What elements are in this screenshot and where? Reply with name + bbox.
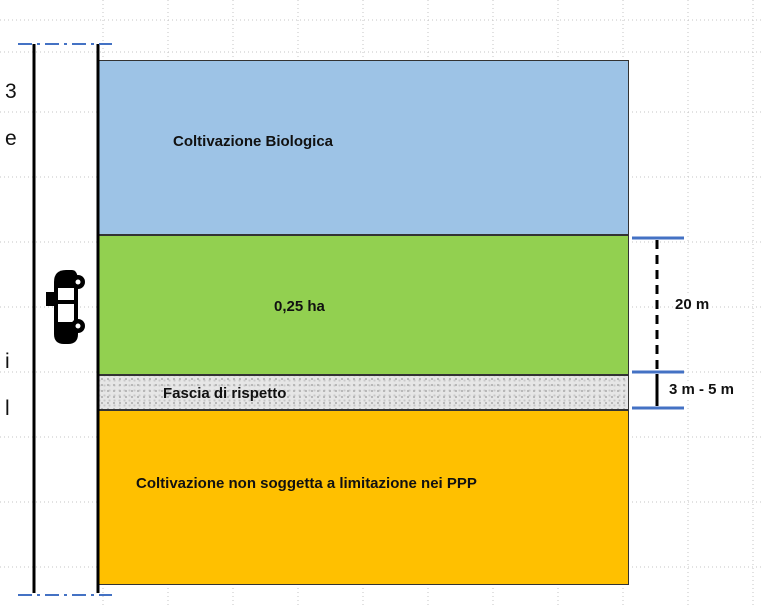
conventional-zone-label: Coltivazione non soggetta a limitazione … [136,475,477,492]
cropped-text-4: l [5,397,10,420]
organic-zone-label: Coltivazione Biologica [173,133,334,150]
conventional-zone: Coltivazione non soggetta a limitazione … [98,410,629,585]
buffer-zone-label: Fascia di rispetto [163,385,287,402]
cropped-text-3: i [5,350,10,373]
zone-width-label: 20 m [673,296,712,313]
car-icon [46,270,85,344]
organic-zone: Coltivazione Biologica [98,60,629,235]
cropped-text-2: e [5,127,17,150]
area-zone: 0,25 ha [98,235,629,375]
area-label: 0,25 ha [274,298,325,315]
buffer-width-label: 3 m - 5 m [667,381,737,398]
buffer-zone: Fascia di rispetto [98,375,629,410]
cropped-text-1: 3 [5,80,17,103]
